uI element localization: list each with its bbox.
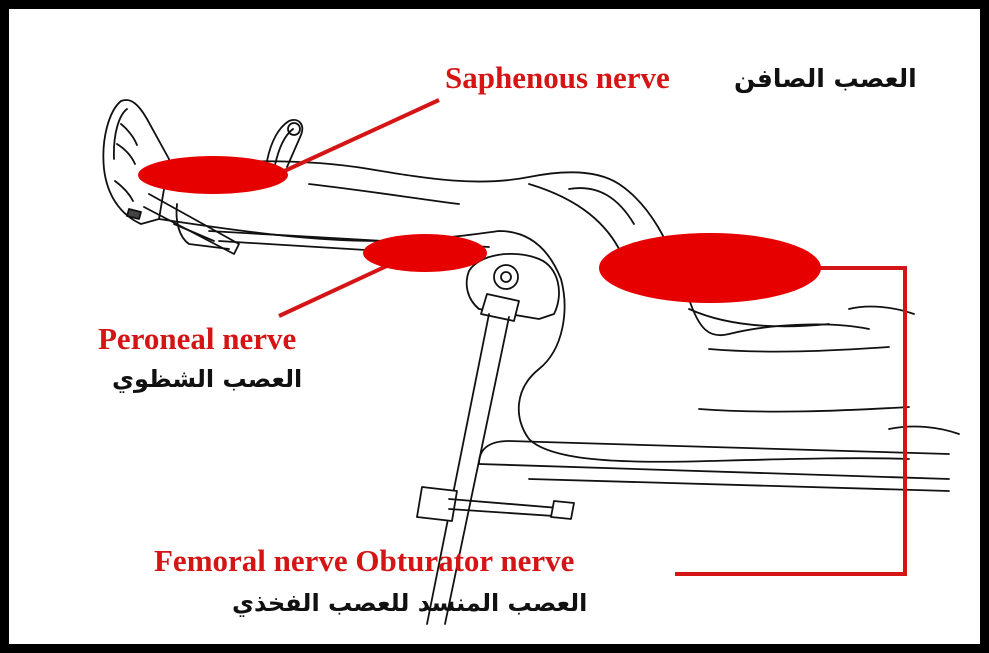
femoral-nerve-marker — [599, 233, 821, 303]
saphenous-label-ar: العصب الصافن — [734, 64, 917, 93]
leader-lines — [267, 100, 905, 574]
peroneal-leader-line — [279, 264, 391, 316]
peroneal-nerve-marker — [363, 234, 487, 272]
peroneal-label-en: Peroneal nerve — [98, 321, 296, 357]
femoral-leader-line — [675, 268, 905, 574]
saphenous-nerve-marker — [138, 156, 288, 194]
femoral-label-en: Femoral nerve Obturator nerve — [154, 543, 574, 579]
femoral-label-ar: العصب المنسد للعصب الفخذي — [232, 589, 587, 617]
knee-crutch-drawing — [467, 254, 559, 321]
stirrup-post-drawing — [267, 120, 302, 167]
peroneal-label-ar: العصب الشظوي — [112, 365, 302, 393]
diagram-canvas: Saphenous nerve العصب الصافن Peroneal ne… — [9, 9, 980, 644]
saphenous-label-en: Saphenous nerve — [445, 60, 670, 96]
operating-table-drawing — [479, 307, 959, 491]
